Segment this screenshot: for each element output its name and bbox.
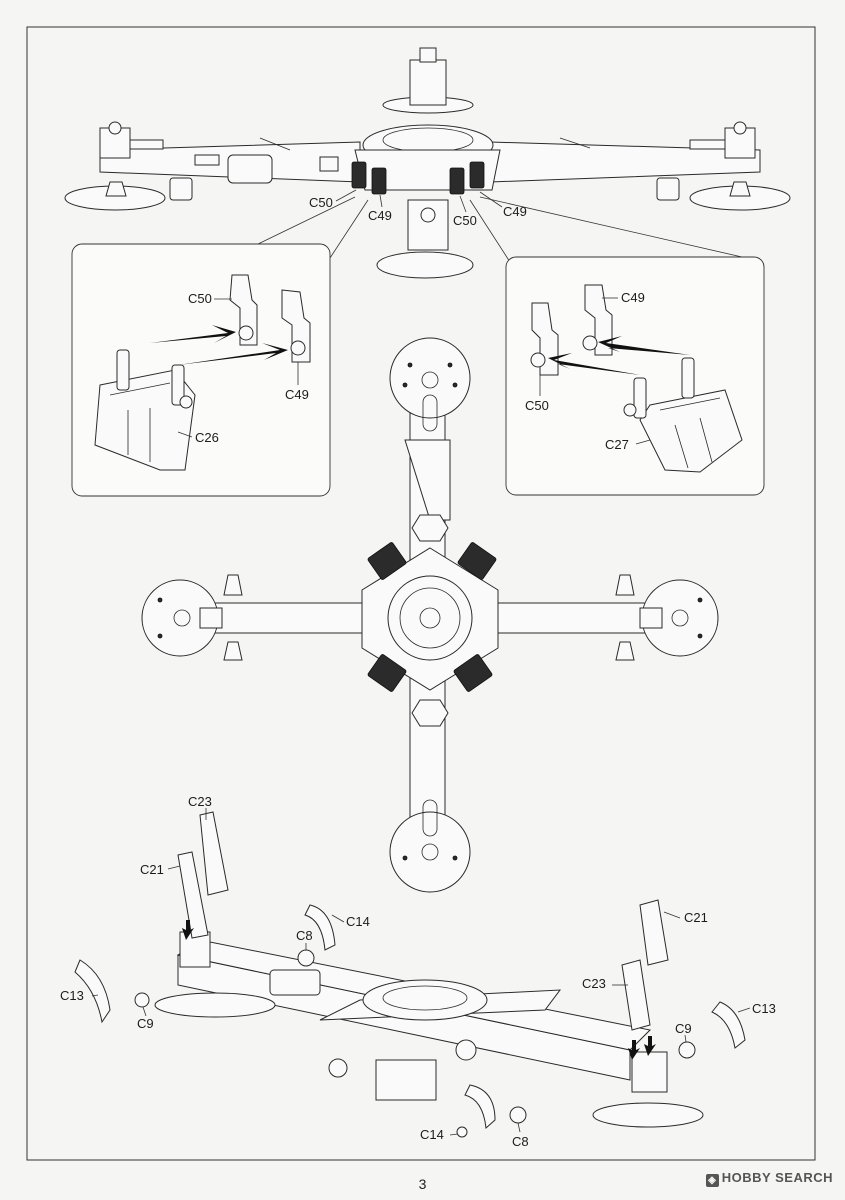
label-c21-left: C21 [140,862,164,877]
label-c13-left: C13 [60,988,84,1003]
label-c50-detail-left: C50 [188,291,212,306]
plan-view-drawing [141,337,719,893]
callout-line-right [479,196,743,258]
bottom-assembly-drawing [74,808,751,1138]
label-c9-right: C9 [675,1021,692,1036]
label-c49-top-right: C49 [503,204,527,219]
label-c9-left: C9 [137,1016,154,1031]
callout-line-right-2 [469,199,511,263]
label-c23-right: C23 [582,976,606,991]
label-c49-detail-left: C49 [285,387,309,402]
page-frame [26,26,816,1161]
label-c21-right: C21 [684,910,708,925]
page-number: 3 [418,1176,427,1192]
label-c49-top-left: C49 [368,208,392,223]
top-assembly-drawing [64,47,791,279]
detail-box-left [71,243,331,497]
watermark: ◈HOBBY SEARCH [705,1170,833,1187]
label-c23-left: C23 [188,794,212,809]
label-c49-detail-right: C49 [621,290,645,305]
detail-box-right [505,256,765,496]
label-c50-detail-right: C50 [525,398,549,413]
label-c14-bottom: C14 [420,1127,444,1142]
label-c8-bottom: C8 [512,1134,529,1149]
label-c50-top-left: C50 [309,195,333,210]
callout-line-left-2 [329,199,369,259]
hobby-search-logo-icon: ◈ [705,1174,719,1187]
label-c13-right: C13 [752,1001,776,1016]
label-c14-top: C14 [346,914,370,929]
label-c50-top-right: C50 [453,213,477,228]
label-c26-detail-left: C26 [195,430,219,445]
callout-line-left [257,196,356,245]
watermark-text: HOBBY SEARCH [721,1170,833,1185]
label-c27-detail-right: C27 [605,437,629,452]
label-c8-top: C8 [296,928,313,943]
